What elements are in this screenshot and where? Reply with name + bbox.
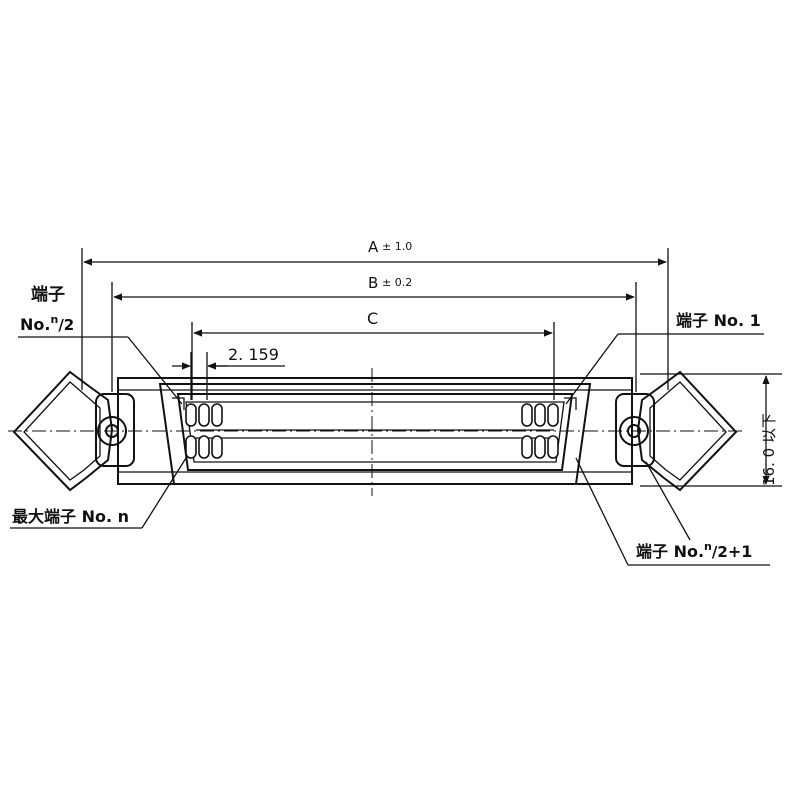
callout-terminal-half-plus-1-label: 端子 No.n/2+1: [636, 540, 752, 561]
pin: [198, 403, 210, 427]
pin: [198, 435, 210, 459]
connector-body: [117, 377, 633, 485]
dimension-b-tolerance: ± 0.2: [382, 276, 412, 289]
callout-sup: n: [50, 313, 58, 326]
callout-no-prefix: No.: [20, 315, 50, 334]
callout-leader: [127, 336, 183, 405]
pin: [534, 435, 546, 459]
shell-outer: [158, 383, 592, 485]
callout-terminal-half-plus-1: 端子 No.n/2+1: [575, 457, 770, 566]
pitch-label: 2. 159: [228, 345, 279, 364]
callout-terminal-max-label: 最大端子 No. n: [12, 507, 129, 526]
height-label: 16. 0 以下: [760, 413, 778, 486]
callout-leader: [565, 333, 619, 405]
dimension-a: A ± 1.0: [81, 238, 669, 390]
callout-terminal-max: 最大端子 No. n: [10, 457, 187, 529]
dimension-pitch: 2. 159: [172, 345, 285, 400]
latch-wire-outer: [12, 370, 114, 492]
latch-wire-inner: [649, 381, 727, 481]
callout-terminal-1-label: 端子 No. 1: [676, 311, 761, 330]
mounting-flange: [117, 377, 633, 485]
shell-inner: [176, 393, 574, 471]
pins-right: [521, 403, 559, 459]
callout-terminal-half-line1: 端子: [31, 284, 65, 305]
insulator: [185, 401, 565, 463]
callout-sup: n: [704, 540, 712, 553]
latch-block: [95, 393, 135, 467]
pin: [521, 435, 533, 459]
pin: [211, 403, 223, 427]
pins-left: [185, 403, 223, 459]
dimension-c-label: C: [367, 309, 378, 328]
callout-terminal-half: 端子 No.n/2: [18, 284, 183, 405]
latch-wire-outer: [636, 370, 738, 492]
dimension-a-label: A: [368, 238, 379, 256]
shell-key: [172, 397, 577, 410]
pin: [185, 435, 197, 459]
pin: [185, 403, 197, 427]
dimension-a-tolerance: ± 1.0: [382, 240, 412, 253]
callout-suffix: +1: [728, 542, 753, 561]
dimension-height: 16. 0 以下: [640, 373, 782, 487]
pin: [534, 403, 546, 427]
callout-leader: [141, 457, 187, 529]
pin: [211, 435, 223, 459]
callout-frac: /2: [712, 543, 728, 561]
callout-leader-secondary: [645, 461, 691, 541]
callout-prefix: 端子 No.: [636, 542, 704, 561]
callout-terminal-1: 端子 No. 1: [565, 311, 764, 405]
callout-terminal-half-line2: No.n/2: [20, 313, 74, 334]
pin: [547, 403, 559, 427]
latch-block: [615, 393, 655, 467]
pin: [547, 435, 559, 459]
latch-wire-inner: [23, 381, 101, 481]
dimension-c: C: [191, 309, 555, 400]
pin: [521, 403, 533, 427]
dimension-b-label: B: [368, 274, 378, 292]
callout-leader: [575, 457, 629, 566]
callout-frac: /2: [58, 316, 74, 334]
